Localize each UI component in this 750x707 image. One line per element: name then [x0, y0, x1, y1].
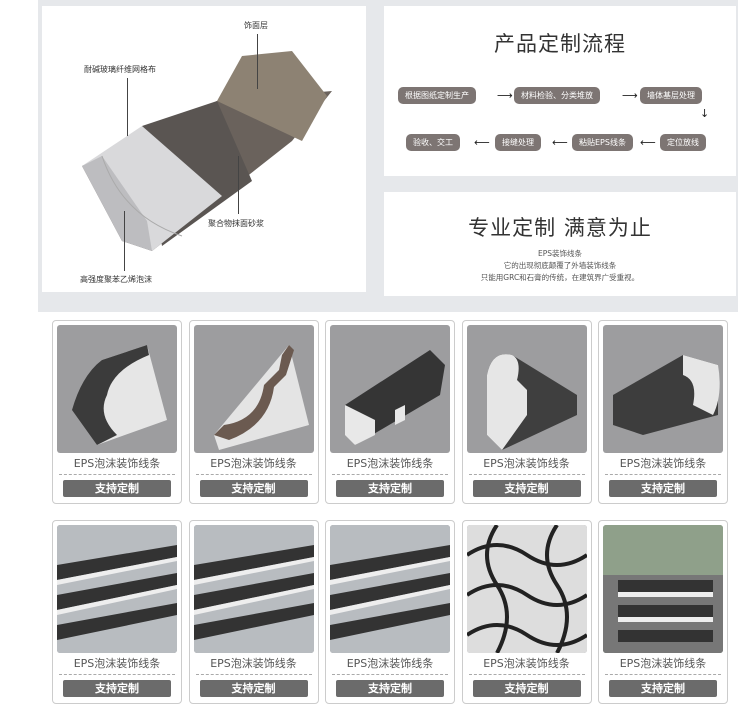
product-image[interactable] — [193, 525, 314, 653]
product-image[interactable] — [330, 325, 450, 453]
product-name: EPS泡沫装饰线条 — [210, 657, 297, 670]
arrow-left-icon: ⟵ — [552, 136, 568, 149]
divider — [468, 674, 585, 675]
divider — [605, 674, 721, 675]
layer-structure-diagram: 饰面层 耐碱玻璃纤维网格布 聚合物抹面砂浆 高强度聚苯乙烯泡沫 — [42, 6, 366, 292]
product-name: EPS泡沫装饰线条 — [619, 457, 707, 470]
product-name: EPS泡沫装饰线条 — [73, 457, 161, 470]
product-card[interactable]: EPS泡沫装饰线条支持定制 — [461, 320, 592, 504]
layer-illustration — [82, 51, 332, 251]
product-card[interactable]: EPS泡沫装饰线条支持定制 — [598, 320, 728, 504]
flow-step: 根据图纸定制生产 — [398, 87, 476, 104]
flow-step: 墙体基层处理 — [640, 87, 702, 104]
divider — [59, 474, 175, 475]
product-photo — [603, 525, 723, 653]
label-finish-layer: 饰面层 — [244, 21, 268, 30]
product-image[interactable] — [466, 525, 587, 653]
product-photo — [486, 354, 577, 450]
customize-button[interactable]: 支持定制 — [63, 680, 171, 697]
product-name: EPS泡沫装饰线条 — [210, 457, 297, 470]
product-name: EPS泡沫装饰线条 — [346, 657, 434, 670]
leader-line — [124, 211, 125, 271]
product-name: EPS泡沫装饰线条 — [346, 457, 434, 470]
flow-step: 定位放线 — [660, 134, 706, 151]
product-image[interactable] — [57, 325, 177, 453]
product-image[interactable] — [603, 525, 723, 653]
divider — [332, 674, 448, 675]
slogan-line: 只能用GRC和石膏的传统，在建筑界广受重视。 — [480, 273, 640, 282]
flow-step: 验收、交工 — [406, 134, 460, 151]
product-photo — [466, 525, 587, 653]
customize-button[interactable]: 支持定制 — [199, 680, 308, 697]
divider — [332, 474, 448, 475]
product-photo — [72, 345, 167, 445]
customize-button[interactable]: 支持定制 — [336, 480, 444, 497]
product-photo — [330, 525, 450, 653]
slogan-line: EPS装饰线条 — [537, 249, 583, 258]
arrow-left-icon: ⟵ — [474, 136, 490, 149]
customize-button[interactable]: 支持定制 — [63, 480, 171, 497]
customize-button[interactable]: 支持定制 — [472, 480, 581, 497]
slogan-title: 专业定制 满意为止 — [468, 216, 652, 240]
divider — [468, 474, 585, 475]
product-photo — [613, 355, 720, 435]
arrow-right-icon: ⟶ — [497, 89, 513, 102]
leader-line — [127, 78, 128, 136]
arrow-right-icon: ⟶ — [622, 89, 638, 102]
product-card[interactable]: EPS泡沫装饰线条支持定制 — [461, 520, 592, 704]
product-card[interactable]: EPS泡沫装饰线条支持定制 — [188, 320, 319, 504]
divider — [59, 674, 175, 675]
customize-button[interactable]: 支持定制 — [336, 680, 444, 697]
slogan-section: 专业定制 满意为止 EPS装饰线条 它的出现彻底颠覆了外墙装饰线条 只能用GRC… — [384, 192, 736, 296]
flow-step: 接缝处理 — [495, 134, 541, 151]
divider — [195, 674, 312, 675]
product-card[interactable]: EPS泡沫装饰线条支持定制 — [325, 320, 455, 504]
label-mortar: 聚合物抹面砂浆 — [208, 219, 264, 228]
leader-line — [238, 156, 239, 214]
product-name: EPS泡沫装饰线条 — [483, 657, 570, 670]
leader-line — [257, 34, 258, 89]
product-image[interactable] — [330, 525, 450, 653]
arrow-down-icon: ↓ — [700, 107, 710, 120]
product-image[interactable] — [466, 325, 587, 453]
arrow-left-icon: ⟵ — [640, 136, 656, 149]
label-foam: 高强度聚苯乙烯泡沫 — [80, 275, 152, 284]
product-name: EPS泡沫装饰线条 — [483, 457, 570, 470]
customization-flow: 产品定制流程 根据图纸定制生产 ⟶ 材料检验、分类堆放 ⟶ 墙体基层处理 ↓ 定… — [384, 6, 736, 176]
customize-button[interactable]: 支持定制 — [199, 480, 308, 497]
product-photo — [57, 525, 177, 653]
product-card[interactable]: EPS泡沫装饰线条支持定制 — [598, 520, 728, 704]
product-card[interactable]: EPS泡沫装饰线条支持定制 — [188, 520, 319, 704]
product-card[interactable]: EPS泡沫装饰线条支持定制 — [52, 520, 182, 704]
product-photo — [345, 350, 445, 445]
flow-title: 产品定制流程 — [494, 32, 626, 56]
customize-button[interactable]: 支持定制 — [609, 480, 717, 497]
product-image[interactable] — [603, 325, 723, 453]
slogan-line: 它的出现彻底颠覆了外墙装饰线条 — [503, 261, 617, 270]
customize-button[interactable]: 支持定制 — [472, 680, 581, 697]
product-image[interactable] — [57, 525, 177, 653]
product-card[interactable]: EPS泡沫装饰线条支持定制 — [325, 520, 455, 704]
flow-step: 粘贴EPS线条 — [572, 134, 633, 151]
product-name: EPS泡沫装饰线条 — [619, 657, 707, 670]
product-name: EPS泡沫装饰线条 — [73, 657, 161, 670]
flow-step: 材料检验、分类堆放 — [514, 87, 600, 104]
label-mesh: 耐碱玻璃纤维网格布 — [84, 65, 156, 74]
product-photo — [193, 525, 314, 653]
product-photo — [213, 345, 309, 450]
divider — [195, 474, 312, 475]
divider — [605, 474, 721, 475]
product-card[interactable]: EPS泡沫装饰线条支持定制 — [52, 320, 182, 504]
customize-button[interactable]: 支持定制 — [609, 680, 717, 697]
product-image[interactable] — [193, 325, 314, 453]
